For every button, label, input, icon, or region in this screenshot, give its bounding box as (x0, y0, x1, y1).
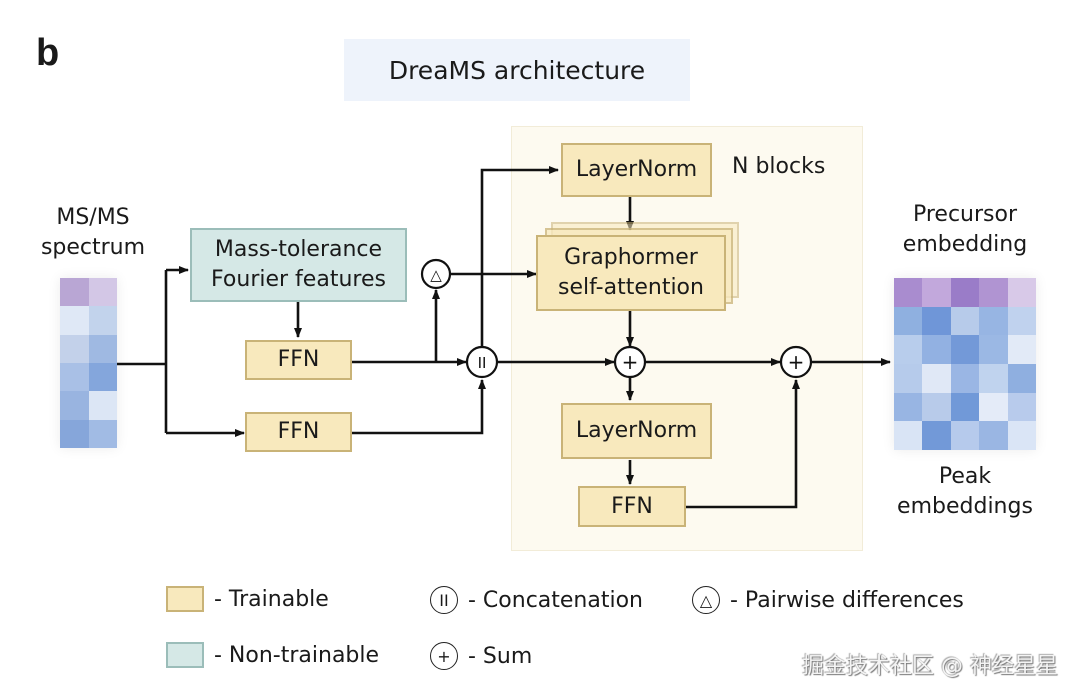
output-heatmap-cell (979, 392, 1008, 422)
sum-symbol-1: + (622, 350, 639, 374)
input-heatmap-cell (88, 278, 117, 307)
n-blocks-label: N blocks (732, 154, 826, 179)
panel-letter: b (36, 32, 60, 74)
ffn-top-box: FFN (245, 340, 352, 380)
wire-ffn-to-sum2 (686, 379, 800, 509)
title-text: DreaMS architecture (388, 55, 646, 85)
output-heatmap-cell (1007, 392, 1036, 422)
output-heatmap-cell (894, 392, 923, 422)
input-heatmap-cell (88, 391, 117, 420)
output-heatmap-cell (950, 306, 980, 336)
legend-trainable: - Trainable (166, 586, 329, 612)
input-heatmap-cell (88, 334, 117, 363)
input-heatmap-cell (60, 419, 89, 448)
output-heatmap-cell (894, 363, 923, 393)
output-heatmap-cell (950, 335, 980, 364)
input-label: MS/MS spectrum (20, 203, 166, 263)
legend-non-trainable-text: - Non-trainable (214, 642, 380, 668)
output-heatmap-cell (922, 335, 951, 364)
diff-legend-icon: △ (692, 586, 720, 614)
legend-concat-text: - Concatenation (468, 587, 644, 613)
output-heatmap-cell (894, 421, 923, 450)
input-heatmap-cell (60, 334, 89, 363)
concat-symbol: II (478, 354, 487, 372)
fourier-features-box: Mass-tolerance Fourier features (190, 228, 407, 302)
output-heatmap-cell (979, 335, 1008, 364)
diagram-title: DreaMS architecture (344, 39, 690, 101)
input-spectrum-heatmap (60, 278, 117, 448)
peak-label-line1: Peak (938, 464, 992, 489)
output-heatmap-cell (1007, 421, 1036, 450)
ffn-block-box: FFN (578, 486, 686, 527)
output-heatmap-cell (950, 363, 980, 393)
sum-symbol-2: + (788, 350, 805, 374)
output-heatmap-cell (950, 421, 980, 450)
output-heatmap-cell (922, 306, 951, 336)
legend-non-trainable: - Non-trainable (166, 642, 379, 668)
output-heatmap-cell (922, 278, 951, 307)
ffn-bottom-box: FFN (245, 412, 352, 452)
input-heatmap-cell (88, 306, 117, 335)
output-heatmap-cell (1007, 306, 1036, 336)
concat-node (465, 345, 499, 379)
sum-node-1 (613, 345, 647, 379)
output-heatmap-cell (950, 392, 980, 422)
peak-embeddings-label: Peak embeddings (880, 462, 1050, 522)
output-heatmap-cell (1007, 278, 1036, 307)
wire-ffn-bottom-to-concat (352, 379, 486, 435)
output-heatmap-cell (1007, 335, 1036, 364)
diff-node (420, 258, 452, 290)
input-heatmap-cell (60, 306, 89, 335)
trainable-swatch (166, 586, 204, 612)
input-heatmap-cell (88, 419, 117, 448)
input-heatmap-cell (60, 278, 89, 307)
sum-legend-icon: + (430, 642, 458, 670)
output-heatmap-cell (950, 278, 980, 307)
output-heatmap-cell (979, 306, 1008, 336)
output-heatmap-cell (922, 363, 951, 393)
legend-pairwise: △ - Pairwise differences (692, 586, 964, 614)
output-heatmap-cell (979, 363, 1008, 393)
input-label-line1: MS/MS (56, 205, 130, 230)
concat-legend-icon: II (430, 586, 458, 614)
output-heatmap-cell (894, 278, 923, 307)
legend-concatenation: II - Concatenation (430, 586, 643, 614)
layernorm-1-box: LayerNorm (561, 143, 712, 197)
diff-symbol: △ (430, 266, 442, 284)
input-label-line2: spectrum (40, 235, 146, 260)
legend-sum: + - Sum (430, 642, 532, 670)
legend-pairwise-text: - Pairwise differences (730, 587, 964, 613)
legend-sum-text: - Sum (468, 643, 533, 669)
layernorm-2-box: LayerNorm (561, 403, 712, 459)
input-heatmap-cell (60, 391, 89, 420)
graphormer-box: Graphormer self-attention (536, 235, 726, 311)
output-heatmap-cell (922, 421, 951, 450)
output-heatmap-cell (979, 278, 1008, 307)
non-trainable-swatch (166, 642, 204, 668)
precursor-label-line1: Precursor (912, 202, 1018, 227)
wire-concat-to-layernorm (480, 166, 559, 346)
output-embedding-heatmap (894, 278, 1036, 450)
precursor-embedding-label: Precursor embedding (880, 200, 1050, 260)
peak-label-line2: embeddings (897, 494, 1033, 519)
legend-trainable-text: - Trainable (214, 586, 329, 612)
output-heatmap-cell (922, 392, 951, 422)
input-heatmap-cell (88, 363, 117, 392)
input-heatmap-cell (60, 363, 89, 392)
precursor-label-line2: embedding (902, 232, 1028, 257)
sum-node-2 (779, 345, 813, 379)
output-heatmap-cell (979, 421, 1008, 450)
output-heatmap-cell (894, 306, 923, 336)
watermark: 掘金技术社区 @ 神经星星 (802, 654, 1058, 679)
output-heatmap-cell (1007, 363, 1036, 393)
output-heatmap-cell (894, 335, 923, 364)
